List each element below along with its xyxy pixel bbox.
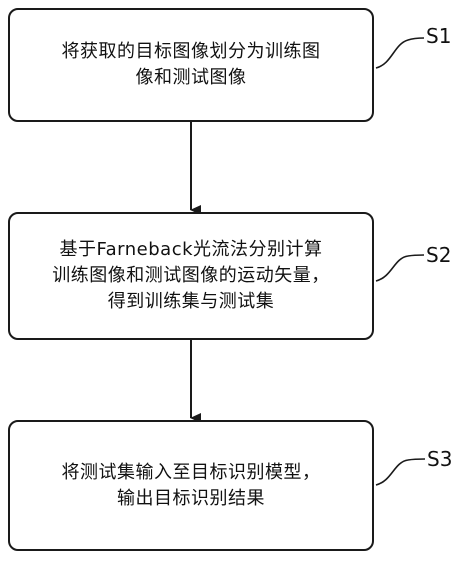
step-label-s3: S3 (427, 447, 453, 471)
step-label-s1: S1 (426, 24, 452, 48)
step-box-s3: 将测试集输入至目标识别模型， 输出目标识别结果 (8, 420, 374, 551)
step-s3-line-1: 将测试集输入至目标识别模型， (61, 461, 321, 483)
leader-line-s3 (375, 458, 426, 486)
step-s3-line-2: 输出目标识别结果 (117, 487, 265, 509)
step-label-s2: S2 (426, 243, 452, 267)
step-box-s2: 基于Farneback光流法分别计算 训练图像和测试图像的运动矢量， 得到训练集… (8, 212, 374, 340)
step-s1-line-1: 将获取的目标图像划分为训练图 (61, 41, 321, 62)
step-s1-line-2: 像和测试图像 (135, 67, 247, 88)
leader-line-s2 (375, 254, 425, 282)
step-box-s1: 将获取的目标图像划分为训练图 像和测试图像 (8, 8, 374, 122)
step-s2-line-2: 训练图像和测试图像的运动矢量， (52, 265, 330, 286)
step-s2-line-1: 基于Farneback光流法分别计算 (59, 239, 323, 260)
step-s2-line-3: 得到训练集与测试集 (107, 291, 275, 312)
leader-line-s1 (375, 37, 425, 69)
